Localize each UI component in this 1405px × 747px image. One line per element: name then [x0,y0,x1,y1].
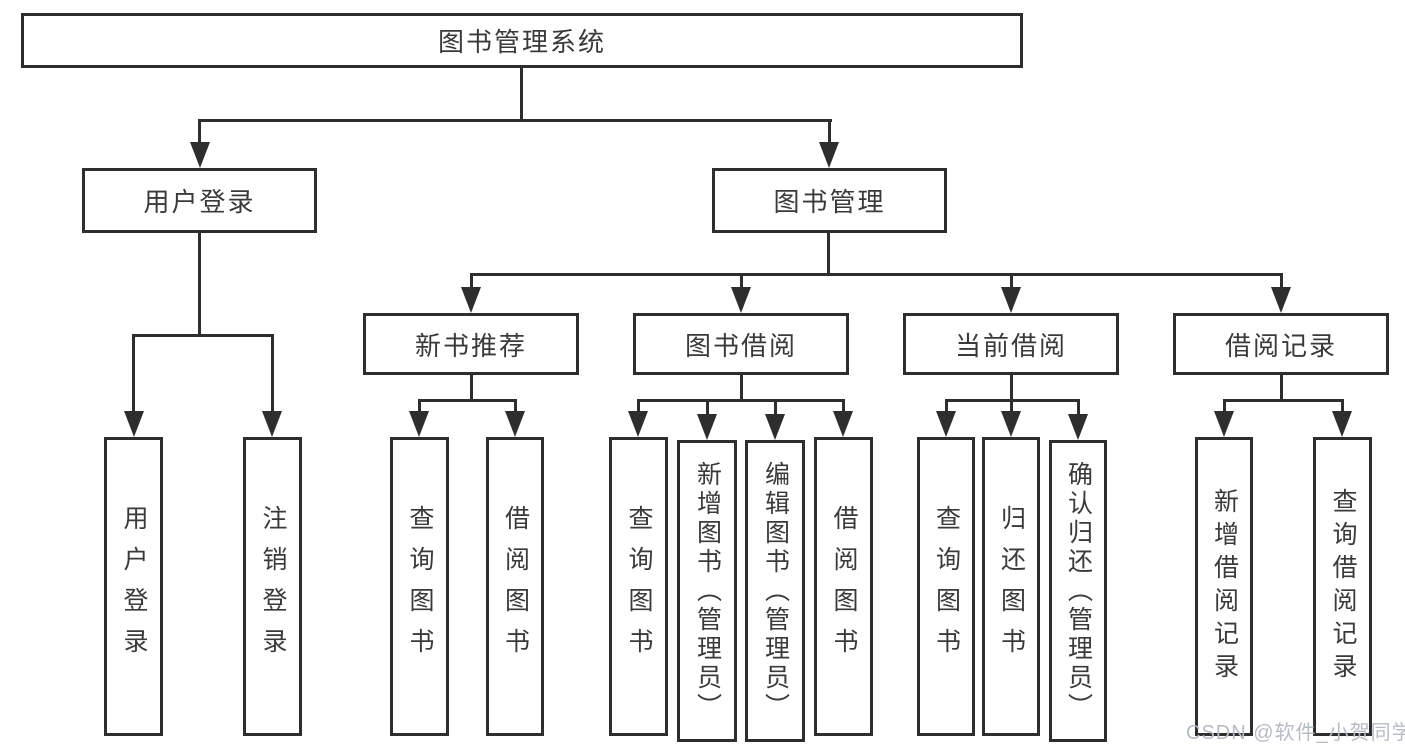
arrow-down-icon [697,414,717,440]
arrow-down-icon [505,411,525,437]
connector-line [842,399,845,414]
leaf-label: 查询借阅记录 [1329,487,1357,686]
arrow-down-icon [124,411,144,437]
connector-line [774,399,777,417]
leaf-label: 借阅图书 [501,504,530,669]
leaf-query-books-recommend: 查询图书 [390,437,449,736]
arrow-down-icon [409,411,429,437]
connector-line [1280,273,1283,291]
leaf-query-books-current: 查询图书 [917,437,975,736]
connector-line [132,334,274,337]
connector-line [1223,399,1226,414]
leaf-confirm-return-admin: 确认归还（管理员） [1049,440,1107,742]
connector-line [1010,375,1013,402]
arrow-down-icon [262,411,282,437]
connector-line [199,119,832,122]
node-user-login: 用户登录 [82,168,317,233]
leaf-return-books: 归还图书 [982,437,1040,736]
connector-line [470,273,473,291]
connector-line [1341,399,1344,414]
node-borrow-records: 借阅记录 [1173,313,1389,375]
connector-line [740,375,743,402]
leaf-logout: 注销登录 [243,437,302,736]
arrow-down-icon [1271,287,1291,313]
arrow-down-icon [731,287,751,313]
leaf-label: 注销登录 [259,504,287,669]
connector-line [945,399,948,414]
connector-line [1223,399,1344,402]
arrow-down-icon [1332,411,1352,437]
connector-line [514,399,517,414]
connector-line [1010,273,1013,291]
leaf-label: 编辑图书（管理员） [761,460,790,722]
arrow-down-icon [1001,287,1021,313]
arrow-down-icon [461,287,481,313]
leaf-label: 查询图书 [932,504,961,669]
connector-line [470,375,473,402]
node-root-library-system: 图书管理系统 [21,13,1023,68]
connector-line [418,399,421,414]
arrow-down-icon [628,411,648,437]
connector-line [1280,375,1283,402]
connector-line [1077,399,1080,417]
leaf-label: 归还图书 [997,504,1026,669]
leaf-label: 新增借阅记录 [1210,487,1239,686]
leaf-label: 新增图书（管理员） [693,460,722,722]
connector-line [418,399,517,402]
leaf-edit-books-admin: 编辑图书（管理员） [745,440,805,742]
connector-line [520,68,523,122]
leaf-label: 查询图书 [406,504,434,669]
connector-line [828,119,831,145]
arrow-down-icon [1068,414,1088,440]
arrow-down-icon [936,411,956,437]
connector-line [706,399,709,417]
node-book-management: 图书管理 [712,168,947,233]
connector-line [637,399,845,402]
leaf-user-login: 用户登录 [104,437,163,736]
arrow-down-icon [819,142,839,168]
arrow-down-icon [833,411,853,437]
connector-line [271,334,274,414]
node-current-borrow: 当前借阅 [903,313,1119,375]
leaf-label: 借阅图书 [830,504,858,669]
node-book-borrow: 图书借阅 [633,313,849,375]
connector-line [1010,399,1013,414]
node-new-book-recommend: 新书推荐 [363,313,579,375]
leaf-label: 用户登录 [120,504,148,669]
leaf-query-books-borrow: 查询图书 [609,437,668,736]
leaf-borrow-books-recommend: 借阅图书 [486,437,544,736]
arrow-down-icon [1214,411,1234,437]
connector-line [470,273,1283,276]
csdn-watermark: CSDN @软件_小贺同学 [1186,722,1405,744]
arrow-down-icon [190,142,210,168]
connector-line [132,334,135,414]
leaf-label: 确认归还（管理员） [1064,460,1093,722]
connector-line [827,232,830,276]
connector-line [637,399,640,414]
connector-line [198,119,201,145]
leaf-add-borrow-record: 新增借阅记录 [1195,437,1253,736]
leaf-query-borrow-record: 查询借阅记录 [1313,437,1372,736]
arrow-down-icon [765,414,785,440]
leaf-borrow-books-borrow: 借阅图书 [814,437,873,736]
leaf-add-books-admin: 新增图书（管理员） [677,440,737,742]
connector-line [198,233,201,337]
arrow-down-icon [1001,411,1021,437]
leaf-label: 查询图书 [625,504,653,669]
connector-line [740,273,743,291]
